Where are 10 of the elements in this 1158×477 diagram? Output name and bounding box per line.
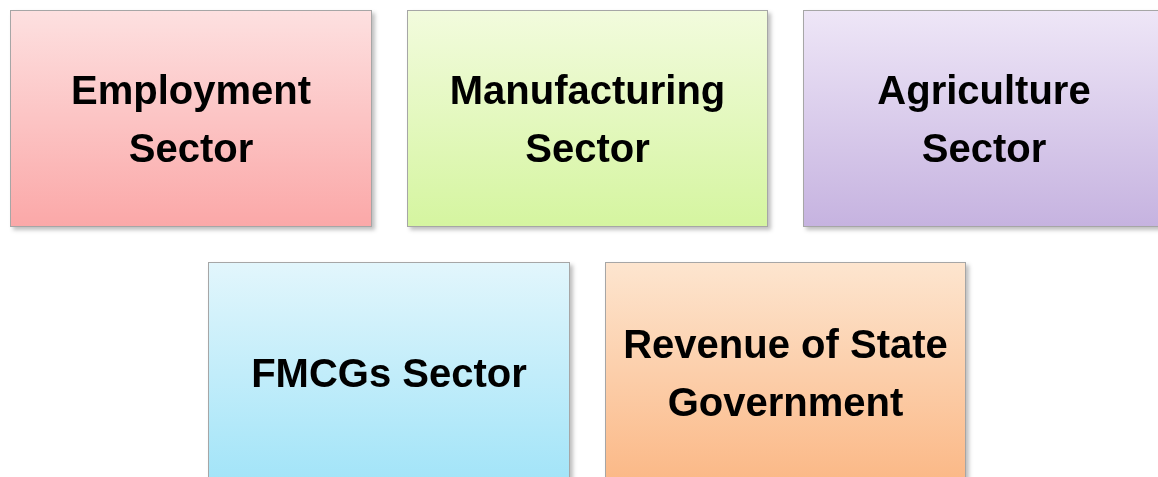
sector-box bbox=[407, 10, 768, 227]
box-label: Agriculture Sector bbox=[876, 66, 1092, 172]
box-label: FMCGs Sector bbox=[251, 350, 527, 397]
sector-box bbox=[10, 10, 372, 227]
sector-box bbox=[208, 262, 570, 477]
box-label: Employment Sector bbox=[69, 66, 312, 172]
sector-box bbox=[605, 262, 966, 477]
box-label: Manufacturing Sector bbox=[448, 66, 727, 172]
box-label: Revenue of State Government bbox=[622, 321, 949, 426]
sector-box bbox=[803, 10, 1158, 227]
